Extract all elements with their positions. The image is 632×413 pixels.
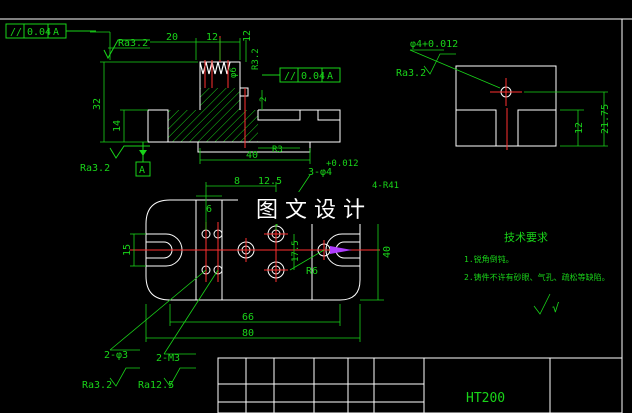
dim-12-side: 12 bbox=[574, 122, 585, 134]
dim-40-front: 40 bbox=[246, 150, 258, 161]
title-overlay: 图 文 设 计 bbox=[256, 198, 365, 223]
datum-a-label: A bbox=[139, 165, 145, 176]
dim-r32: R3.2 bbox=[251, 48, 261, 70]
dim-12-5: 12.5 bbox=[258, 176, 282, 187]
title-overlay-bg bbox=[238, 192, 390, 224]
dim-32: 32 bbox=[92, 98, 103, 110]
tol-frame-1-val: 0.04 bbox=[27, 27, 51, 38]
material-label: HT200 bbox=[466, 391, 505, 406]
dim-14: 14 bbox=[112, 120, 123, 132]
dim-3-phi4: 3-φ4 bbox=[308, 167, 332, 178]
drawing-border bbox=[0, 18, 632, 413]
technical-requirements: 技术要求 1.锐角倒钝。 2.铸件不许有砂眼、气孔、疏松等缺陷。 √ bbox=[464, 231, 610, 315]
section-hatch bbox=[168, 88, 258, 142]
dim-15: 15 bbox=[122, 244, 133, 256]
side-view: φ4+0.012 Ra3.2 12 21.75 bbox=[396, 39, 611, 150]
tol-frame-1-sym: // bbox=[10, 27, 22, 38]
dim-80: 80 bbox=[242, 328, 254, 339]
roughness-ra32-left: Ra3.2 bbox=[80, 163, 110, 174]
front-section-view bbox=[5, 23, 341, 177]
tol-frame-2-sym: // bbox=[284, 71, 296, 82]
dim-2: 2 bbox=[259, 97, 269, 102]
dim-12b: 12 bbox=[242, 30, 253, 42]
top-view-labels: 8 12.5 3-φ4 +0.012 4-R41 6 15 17.5 40 R6… bbox=[82, 159, 399, 391]
dim-12: 12 bbox=[206, 32, 218, 43]
roughness-ra32-side: Ra3.2 bbox=[396, 68, 426, 79]
dim-20: 20 bbox=[166, 32, 178, 43]
dim-r6: R6 bbox=[306, 266, 318, 277]
dim-8: 8 bbox=[234, 176, 240, 187]
dim-phi4-012: φ4+0.012 bbox=[410, 39, 458, 50]
tech-req-line-1: 1.锐角倒钝。 bbox=[464, 254, 514, 264]
title-block bbox=[217, 357, 623, 413]
dim-phi6: φ6 bbox=[229, 67, 239, 78]
roughness-ra32-top: Ra3.2 bbox=[118, 38, 148, 49]
tech-req-heading: 技术要求 bbox=[504, 231, 548, 244]
tol-frame-2-val: 0.04 bbox=[301, 71, 325, 82]
dim-66: 66 bbox=[242, 312, 254, 323]
dim-2-phi3: 2-φ3 bbox=[104, 350, 128, 361]
roughness-check-symbol: √ bbox=[552, 301, 559, 315]
dim-17-5: 17.5 bbox=[291, 240, 301, 262]
tol-frame-2-datum: A bbox=[327, 71, 333, 82]
dim-2-m3: 2-M3 bbox=[156, 353, 180, 364]
tol-frame-1-datum: A bbox=[53, 27, 59, 38]
roughness-ra125: Ra12.5 bbox=[138, 380, 174, 391]
dim-40-top: 40 bbox=[382, 246, 393, 258]
dim-012-b: +0.012 bbox=[326, 159, 359, 169]
tech-req-line-2: 2.铸件不许有砂眼、气孔、疏松等缺陷。 bbox=[464, 272, 610, 282]
front-labels: // 0.04 A // 0.04 A Ra3.2 Ra3.2 A 20 12 … bbox=[10, 27, 333, 176]
dim-21-75: 21.75 bbox=[600, 104, 611, 134]
roughness-ra32-bottom: Ra3.2 bbox=[82, 380, 112, 391]
dim-r3: R3 bbox=[272, 145, 283, 155]
dim-6: 6 bbox=[206, 204, 212, 215]
dim-fragment: 4-R41 bbox=[372, 181, 399, 191]
